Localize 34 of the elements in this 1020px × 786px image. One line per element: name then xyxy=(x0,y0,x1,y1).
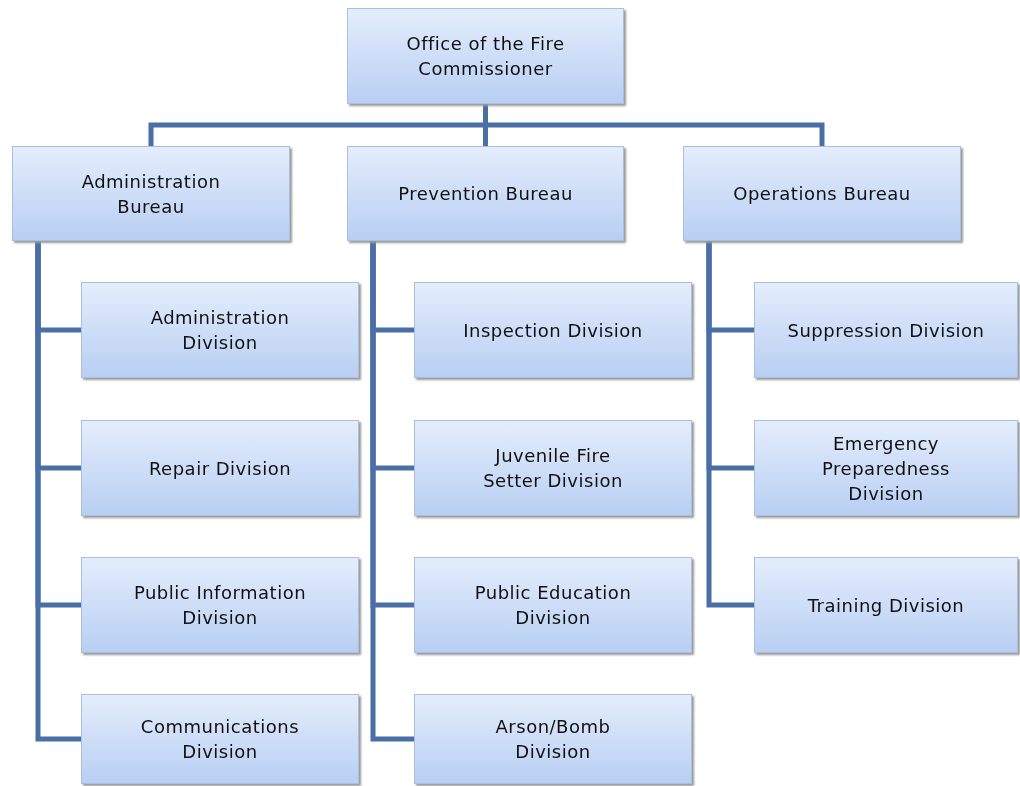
org-unit-box xyxy=(414,694,692,784)
org-unit-box xyxy=(754,420,1018,516)
unit-name: Administration Division xyxy=(149,306,291,355)
org-unit-box xyxy=(81,694,359,784)
org-unit-box xyxy=(347,146,624,241)
connector-line xyxy=(483,104,825,146)
org-unit-box xyxy=(347,8,624,104)
unit-name: Operations Bureau xyxy=(732,182,912,206)
org-unit-box xyxy=(683,146,961,241)
connector-line xyxy=(35,241,81,742)
unit-name: Office of the Fire Commissioner xyxy=(405,32,566,81)
unit-name: Repair Division xyxy=(147,456,293,481)
unit-name: Public Information Division xyxy=(132,581,308,630)
unit-name: Inspection Division xyxy=(462,318,644,343)
org-unit-box xyxy=(754,282,1018,378)
connector-line xyxy=(706,241,754,608)
org-unit-box xyxy=(414,282,692,378)
unit-name: Emergency Preparedness Division xyxy=(821,431,951,506)
org-unit-box xyxy=(81,420,359,516)
unit-name: Communications Division xyxy=(139,715,301,764)
unit-name: Suppression Division xyxy=(786,318,986,343)
unit-name: Public Education Division xyxy=(473,581,633,630)
unit-name: Administration Bureau xyxy=(80,169,222,219)
connector-line xyxy=(370,241,414,742)
unit-name: Juvenile Fire Setter Division xyxy=(482,444,624,493)
org-unit-box xyxy=(414,557,692,653)
unit-name: Training Division xyxy=(806,593,966,618)
org-unit-box xyxy=(414,420,692,516)
org-unit-box xyxy=(754,557,1018,653)
unit-name: Arson/Bomb Division xyxy=(494,715,612,764)
org-unit-box xyxy=(12,146,290,241)
org-unit-box xyxy=(81,282,359,378)
org-unit-box xyxy=(81,557,359,653)
unit-name: Prevention Bureau xyxy=(397,182,574,206)
